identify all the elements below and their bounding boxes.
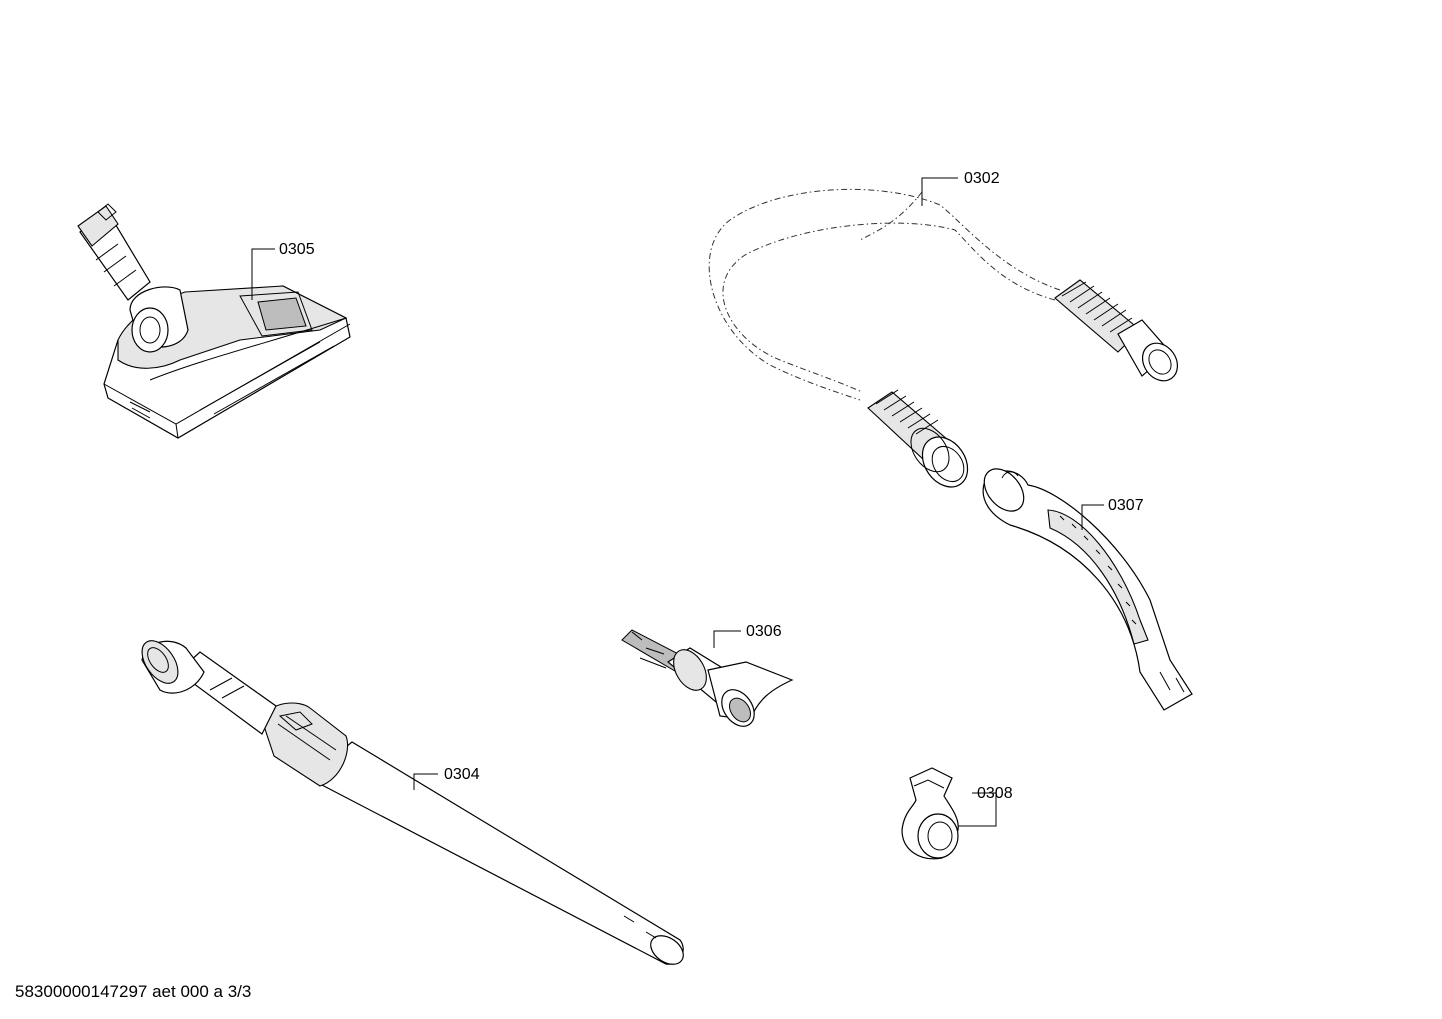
crevice-upholstery-nozzle-icon xyxy=(621,629,794,727)
part-number-0305: 0305 xyxy=(279,241,315,258)
part-number-0304: 0304 xyxy=(444,766,480,783)
leader-0308 xyxy=(958,792,997,827)
leader-0305 xyxy=(251,248,275,300)
leader-0304 xyxy=(413,773,438,790)
accessory-clip-icon xyxy=(901,767,959,860)
hose-handle-icon xyxy=(982,468,1193,711)
part-number-0307: 0307 xyxy=(1108,497,1144,514)
part-number-0302: 0302 xyxy=(964,170,1000,187)
telescopic-tube-icon xyxy=(141,640,684,965)
leader-0306 xyxy=(713,630,741,648)
document-id: 58300000147297 aet 000 a 3/3 xyxy=(15,982,252,1001)
part-number-0308: 0308 xyxy=(977,785,1013,802)
leader-0307 xyxy=(1081,504,1104,530)
suction-hose-icon xyxy=(708,188,1179,488)
part-number-0306: 0306 xyxy=(746,623,782,640)
floor-nozzle-icon xyxy=(77,203,351,439)
leader-0302 xyxy=(921,177,958,206)
